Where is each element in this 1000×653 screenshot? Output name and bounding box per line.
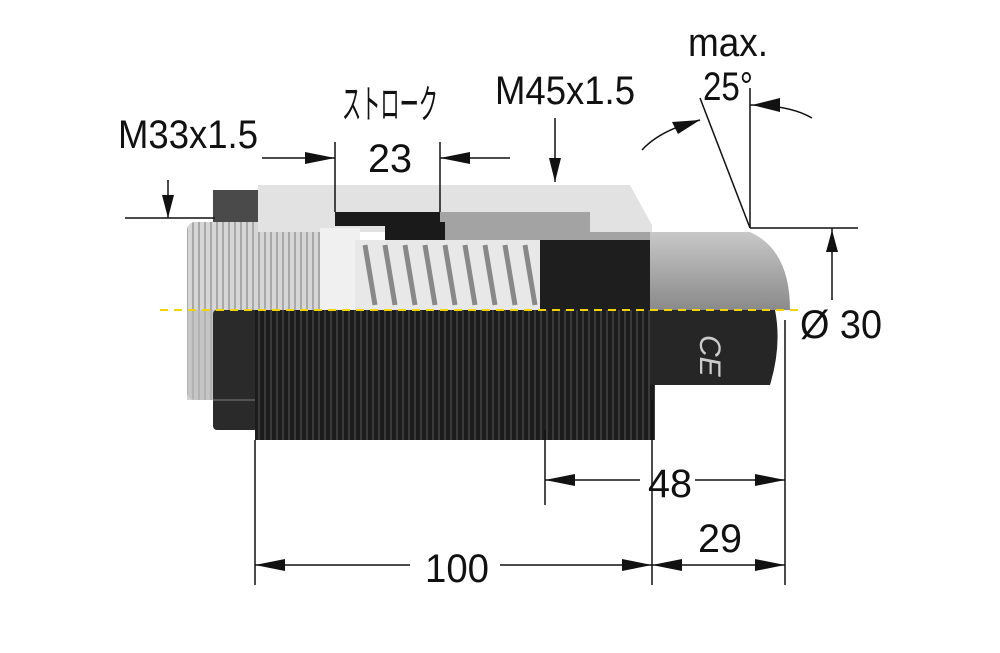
label-diameter: Ø 30 bbox=[800, 303, 882, 347]
label-m45: M45x1.5 bbox=[495, 69, 635, 113]
dimension-lines bbox=[125, 88, 858, 585]
spring bbox=[362, 244, 538, 306]
label-stroke-value: 23 bbox=[368, 137, 412, 181]
cutaway-housing bbox=[258, 185, 790, 310]
label-m33: M33x1.5 bbox=[118, 113, 258, 157]
hex-nut bbox=[213, 190, 258, 430]
label-angle: 25° bbox=[703, 65, 753, 109]
label-stroke: ストローク bbox=[342, 83, 438, 127]
label-dim-29: 29 bbox=[698, 517, 742, 561]
label-angle-max: max. bbox=[688, 21, 768, 65]
ce-mark: CE bbox=[693, 335, 726, 378]
label-dim-100: 100 bbox=[425, 547, 489, 591]
label-dim-48: 48 bbox=[648, 462, 692, 506]
sensor-body: CE bbox=[255, 310, 778, 440]
